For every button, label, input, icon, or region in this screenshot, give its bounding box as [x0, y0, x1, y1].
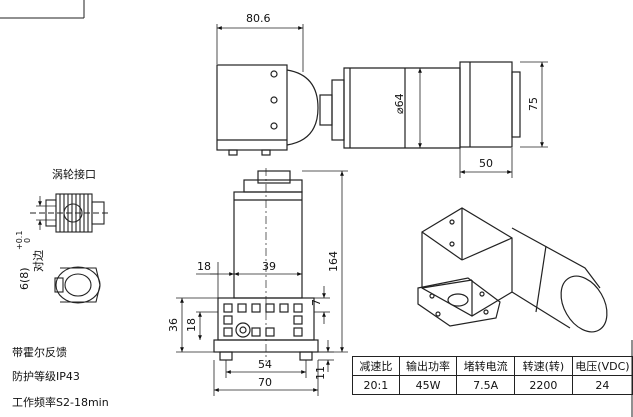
value-output-power: 45W: [398, 375, 458, 395]
front-view-dims: [176, 170, 348, 396]
top-view-dims: [216, 24, 548, 178]
isometric-view: [417, 207, 608, 333]
value-reduction-ratio: 20:1: [352, 375, 400, 395]
tolerance-upper: +0.1: [15, 231, 24, 250]
worm-gear-detail: [30, 193, 110, 304]
worm-gear-label: 涡轮接口: [52, 167, 96, 181]
dim-11: 11: [314, 366, 327, 380]
value-speed: 2200: [513, 375, 573, 395]
spec-duty-cycle: 工作频率S2-18min: [12, 396, 109, 409]
dim-7: 7: [310, 299, 323, 306]
header-reduction-ratio: 减速比: [352, 356, 400, 376]
value-voltage: 24: [571, 375, 633, 395]
front-view: [213, 168, 319, 362]
dim-18-top: 18: [197, 260, 211, 273]
tolerance-value: 6(8): [18, 267, 31, 290]
dim-39: 39: [262, 260, 276, 273]
top-view: [216, 61, 521, 156]
dim-width-top: 80.6: [246, 12, 271, 25]
title-block-frame: [0, 0, 85, 19]
dim-36: 36: [167, 318, 180, 332]
dim-width-right: 50: [479, 157, 493, 170]
header-stall-current: 堵转电流: [456, 356, 515, 376]
dim-70: 70: [258, 376, 272, 389]
dim-54: 54: [258, 358, 272, 371]
parameter-table: 减速比 输出功率 堵转电流 转速(转) 电压(VDC) 20:1 45W 7.5…: [352, 356, 633, 395]
worm-gear-dims: [36, 196, 56, 230]
dim-18-left: 18: [185, 318, 198, 332]
header-speed: 转速(转): [513, 356, 573, 376]
dim-height-total: 164: [327, 251, 340, 272]
header-voltage: 电压(VDC): [571, 356, 633, 376]
header-output-power: 输出功率: [398, 356, 458, 376]
dim-diameter: ⌀64: [393, 93, 406, 114]
spec-protection-rating: 防护等级IP43: [12, 370, 80, 383]
dim-height-right: 75: [527, 97, 540, 111]
flat-label: 对边: [31, 250, 45, 272]
tolerance-lower: 0: [23, 238, 32, 243]
table-header-row: 减速比 输出功率 堵转电流 转速(转) 电压(VDC): [352, 356, 633, 376]
value-stall-current: 7.5A: [456, 375, 515, 395]
table-row: 20:1 45W 7.5A 2200 24: [352, 375, 633, 395]
spec-hall-feedback: 带霍尔反馈: [12, 346, 67, 359]
